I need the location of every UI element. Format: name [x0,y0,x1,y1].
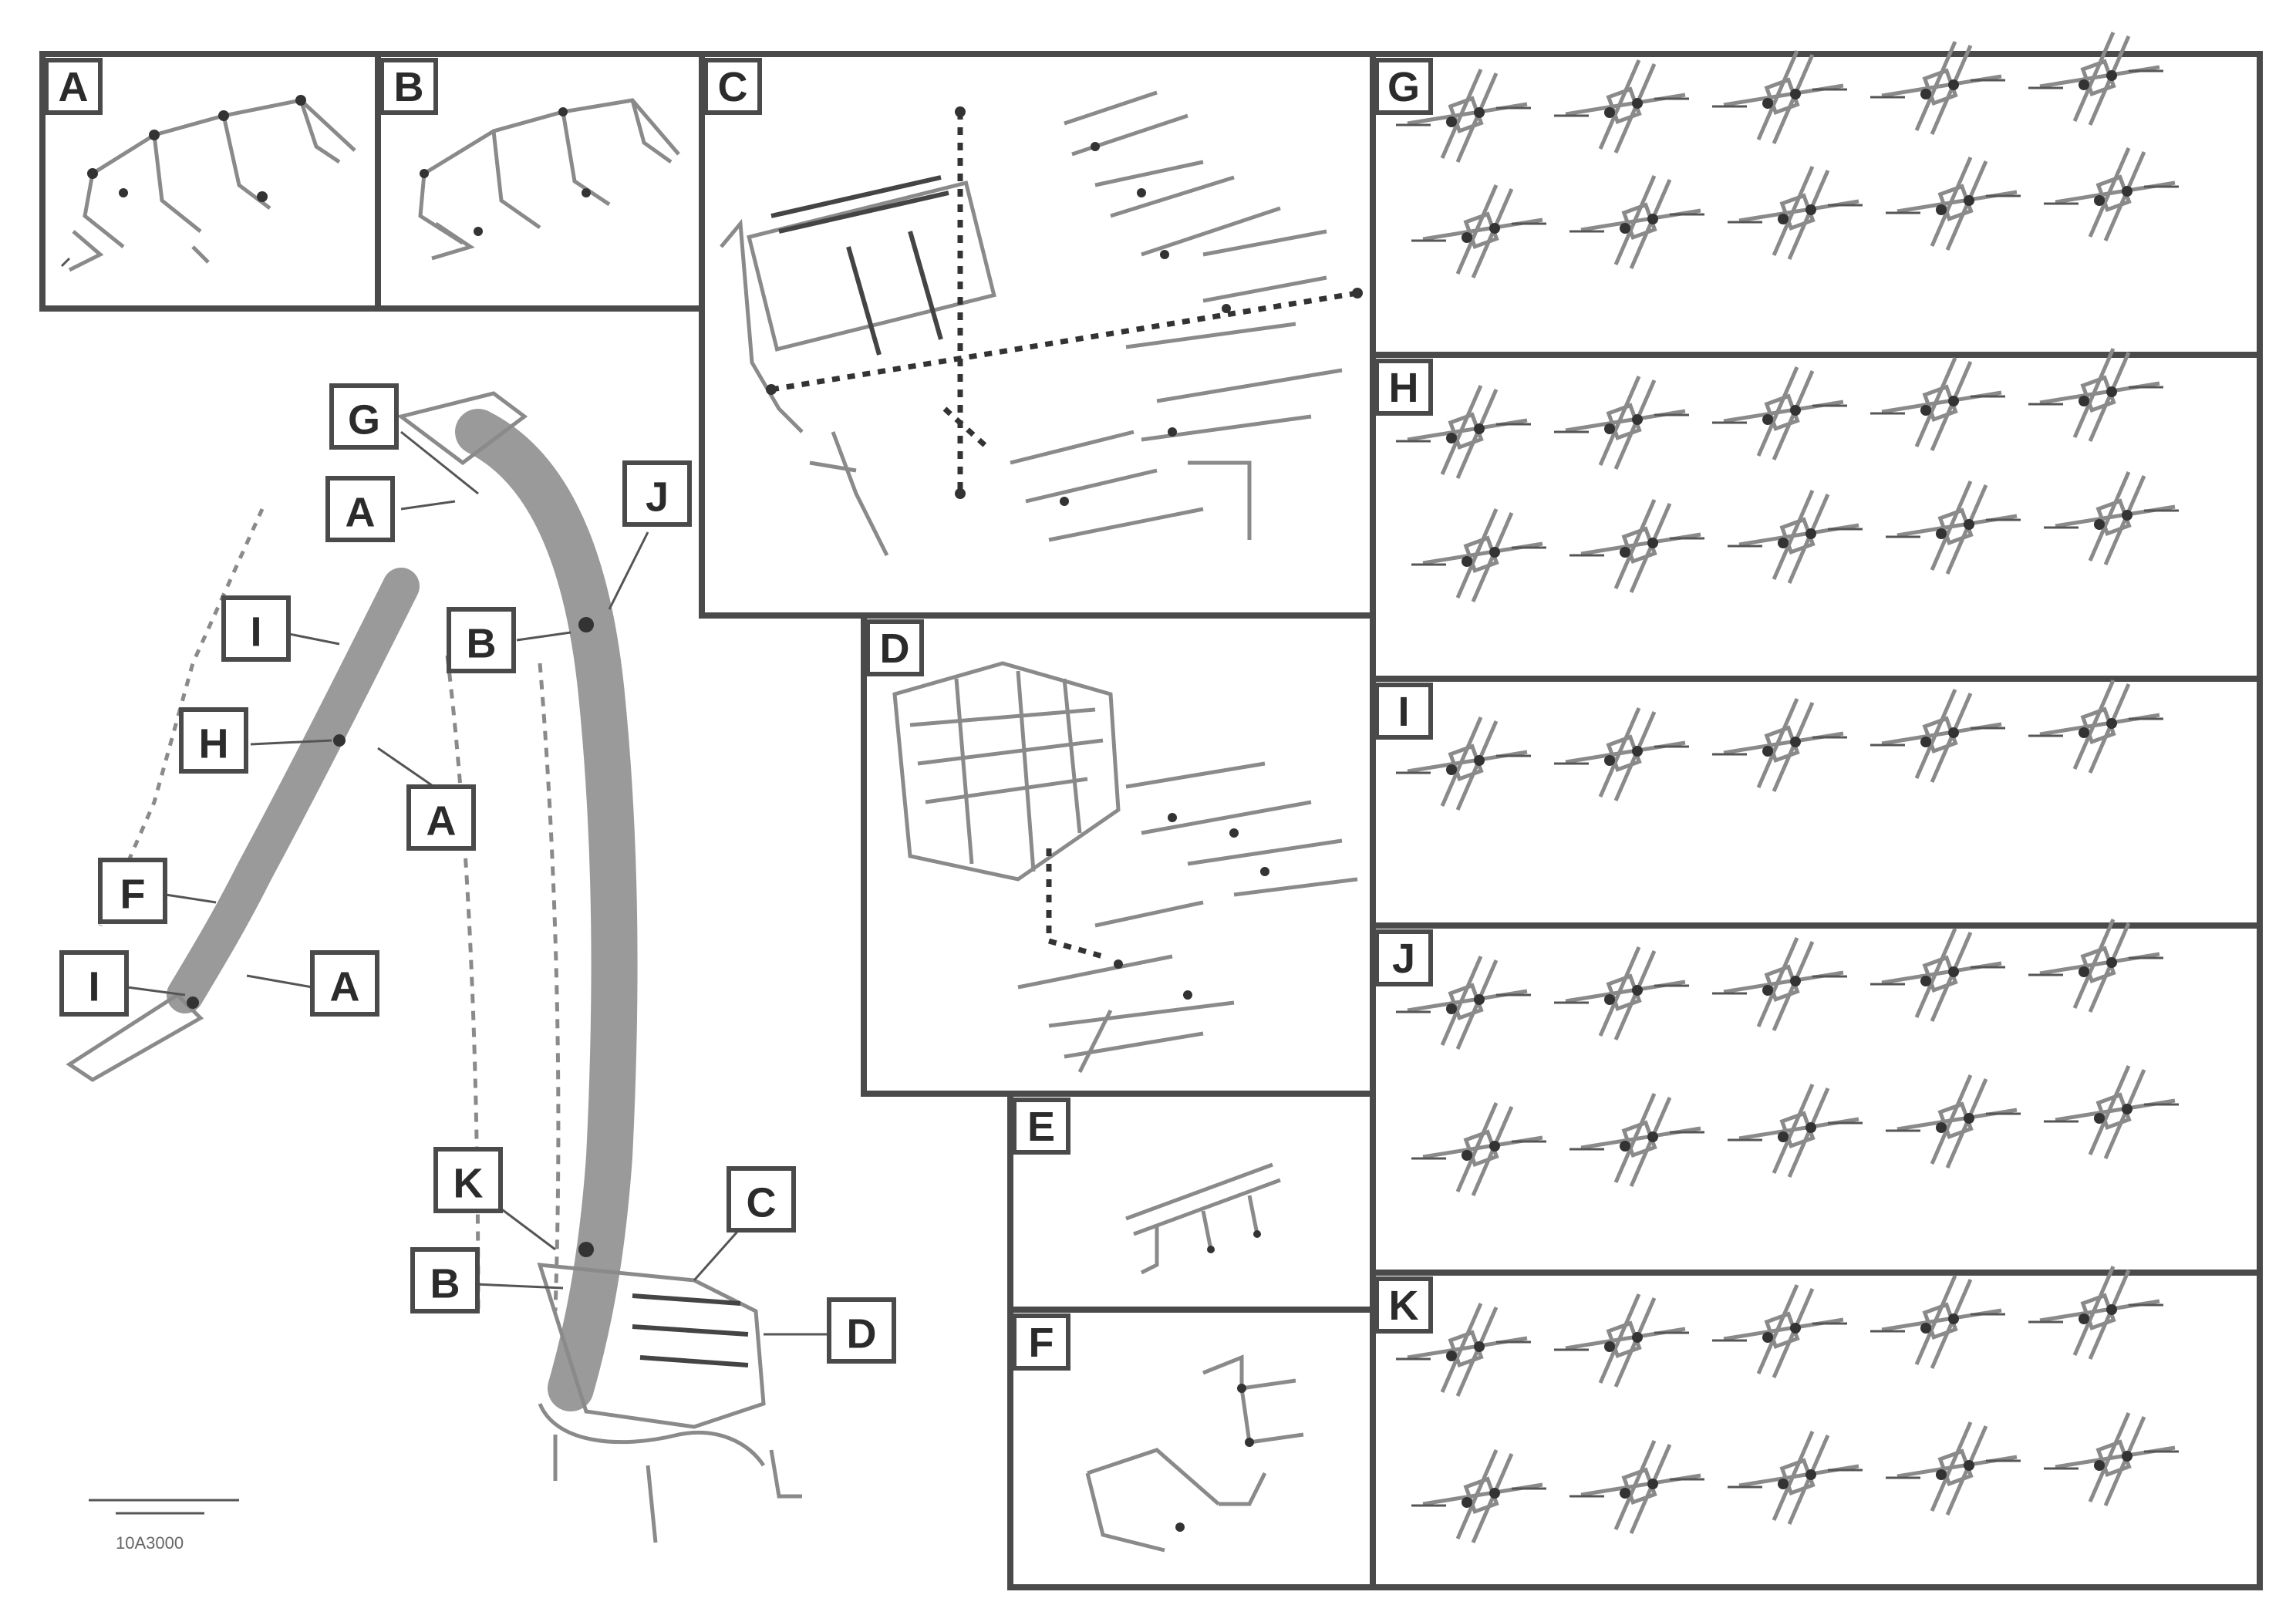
boom-overview [66,391,802,1543]
panel-label-b-text: B [394,64,424,110]
panel-label-f: F [1012,1313,1070,1371]
overview-callout-g-0-text: G [348,396,380,443]
panel-label-k-text: K [1389,1283,1419,1329]
overview-callout-b-12: B [410,1247,480,1313]
panel-label-i: I [1374,683,1433,740]
panel-label-g-text: G [1387,64,1420,110]
panel-a-drawing [60,95,356,272]
overview-callout-b-4-text: B [467,620,497,666]
panel-label-b: B [379,58,438,115]
panel-i-fittings [1396,679,2163,811]
panel-frames [39,51,2263,1590]
panel-label-d-text: D [880,626,910,672]
panel-label-c-text: C [718,64,748,110]
panel-label-j: J [1374,929,1433,986]
caption-code: 10A3000 [116,1533,184,1553]
overview-leaders [126,430,829,1336]
panel-label-j-text: J [1392,936,1415,982]
panel-label-g: G [1374,58,1433,115]
overview-callout-a-1-text: A [346,489,376,535]
panel-j-fittings [1396,919,2179,1196]
overview-callout-b-4: B [447,607,516,673]
overview-callout-a-6: A [406,784,476,851]
panel-h-fittings [1396,348,2179,602]
overview-callout-d-13: D [827,1297,896,1364]
panel-f-drawing [1085,1354,1304,1553]
panel-label-e: E [1012,1098,1070,1155]
panel-d-frame [861,612,1376,1097]
panel-e-drawing [1125,1162,1281,1275]
overview-callout-g-0: G [329,383,399,450]
overview-callout-i-3-text: I [250,609,261,655]
panel-label-h-text: H [1389,365,1419,411]
overview-callout-b-12-text: B [430,1260,460,1307]
overview-callout-h-5: H [179,707,248,774]
overview-callout-a-9: A [310,950,379,1017]
overview-callout-a-1: A [325,476,395,542]
overview-callout-j-2-text: J [646,474,669,520]
panel-label-c: C [703,58,762,115]
panel-c-drawing [720,90,1363,557]
panel-k-fittings [1396,1266,2179,1543]
panel-c-numbers [1060,142,1231,506]
panel-i-frame [1370,676,2263,929]
panel-label-k: K [1374,1276,1433,1334]
panel-label-a-text: A [59,64,89,110]
fittings-rows [1396,32,2179,1543]
panel-label-h: H [1374,359,1433,416]
overview-callout-h-5-text: H [199,720,229,767]
overview-callout-i-8-text: I [88,963,99,1010]
overview-callout-c-11-text: C [747,1179,777,1226]
overview-callout-c-11: C [727,1166,796,1233]
panel-label-i-text: I [1397,689,1409,735]
overview-callout-i-8: I [59,950,129,1017]
panel-k-frame [1370,1270,2263,1590]
overview-callout-k-10-text: K [453,1160,484,1206]
panel-b-drawing [418,98,680,261]
panel-label-e-text: E [1027,1104,1055,1150]
panel-g-fittings [1396,32,2179,278]
overview-callout-f-7: F [98,858,167,924]
overview-callout-j-2: J [622,460,692,527]
caption-block: 10A3000 [89,1499,239,1553]
overview-callout-a-6-text: A [426,798,457,844]
overview-callout-k-10: K [433,1147,503,1213]
overview-callout-i-3: I [221,595,291,662]
overview-callout-d-13-text: D [847,1310,877,1357]
panel-label-f-text: F [1029,1320,1054,1366]
panel-d-drawing [892,661,1358,1074]
panel-label-d: D [865,619,924,676]
overview-callout-a-9-text: A [330,963,360,1010]
panel-label-a: A [44,58,103,115]
panel-c-frame [699,51,1376,619]
overview-callout-f-7-text: F [120,871,146,917]
